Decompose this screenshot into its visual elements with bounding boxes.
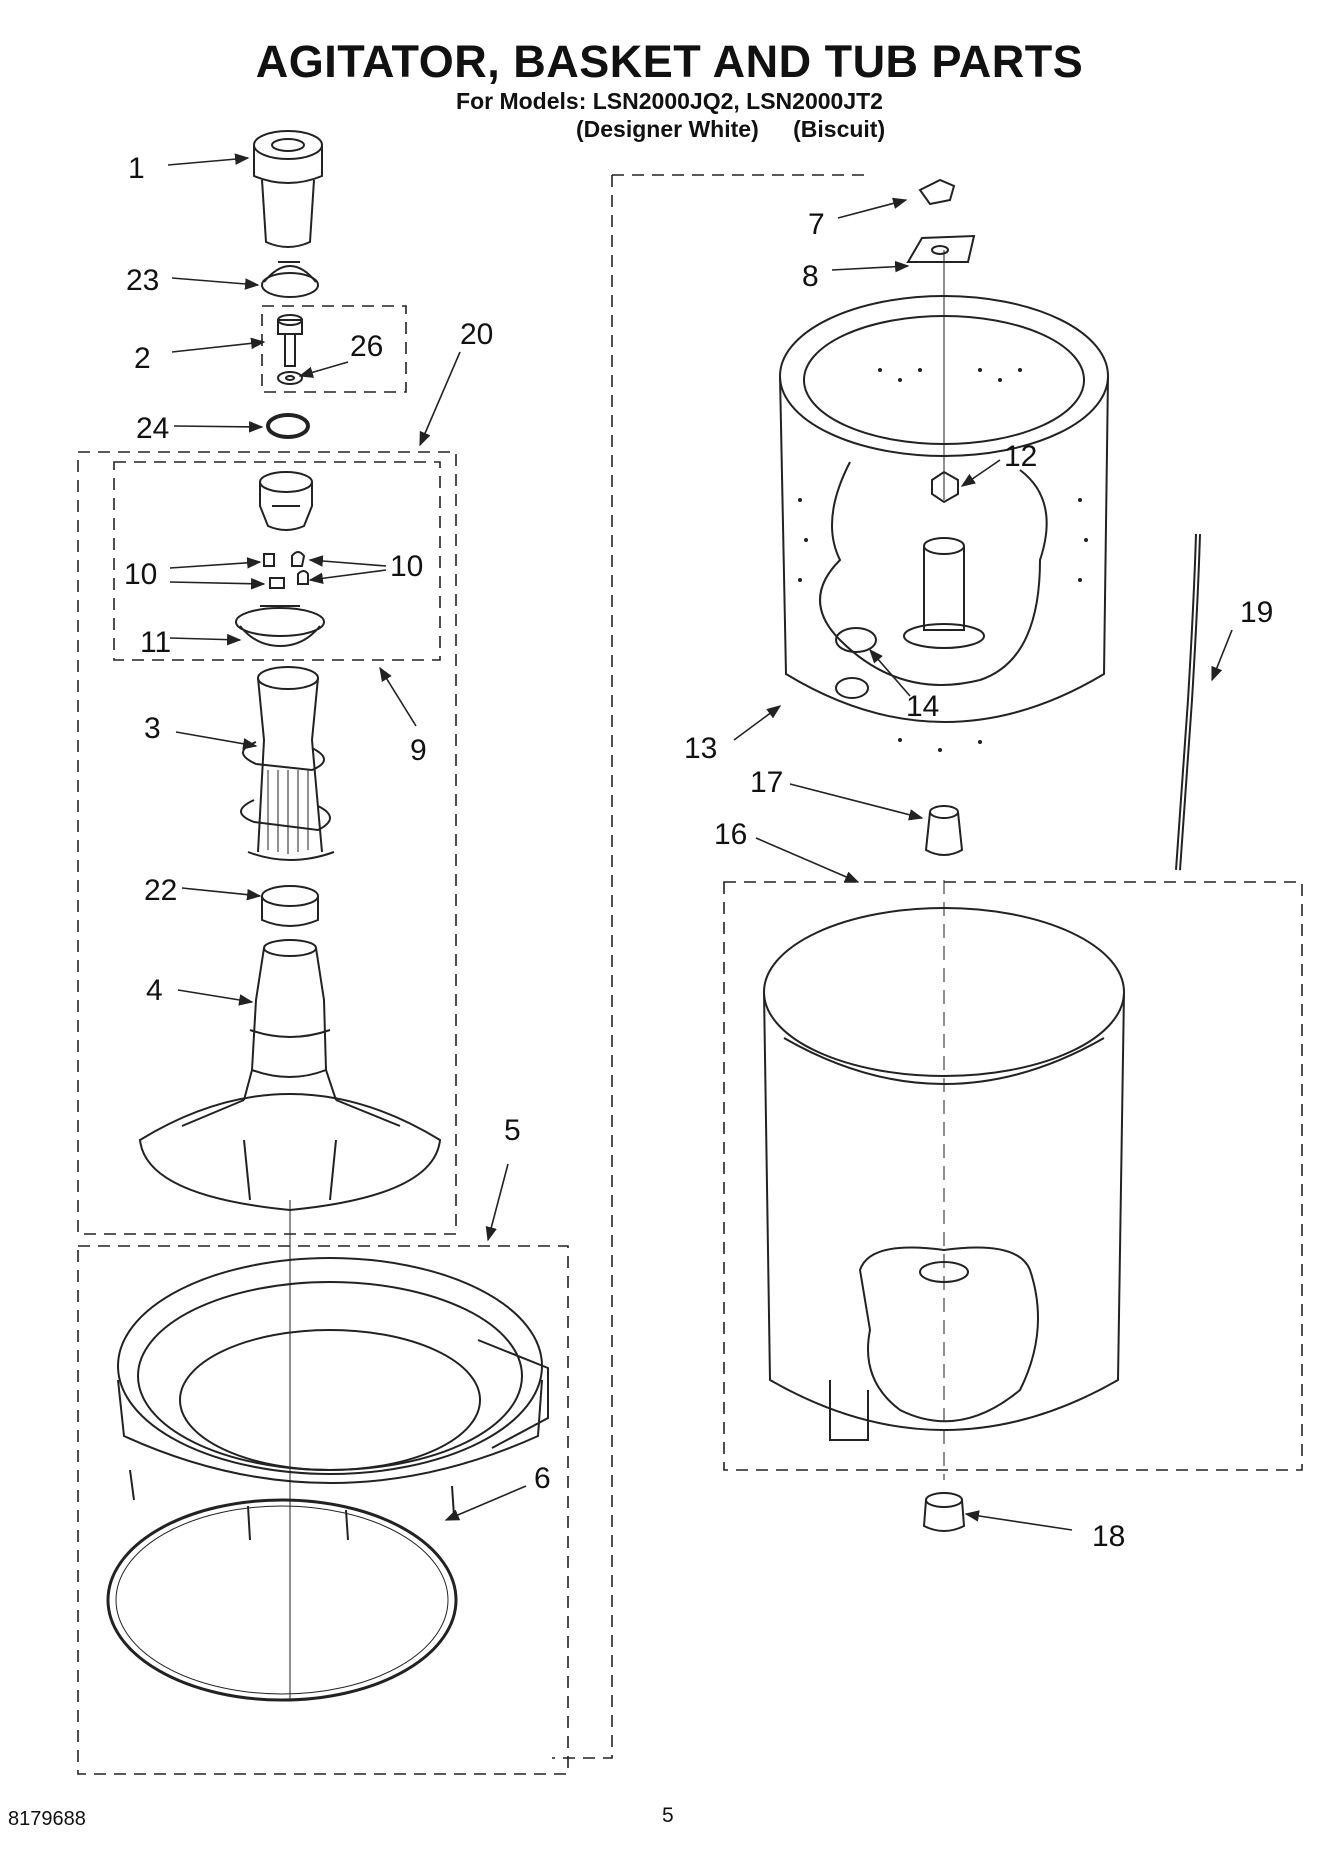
callout-23: 23 [126,264,159,297]
callout-19: 19 [1240,596,1273,629]
part-2-bolt [277,314,303,367]
box-basket-link [552,174,870,1759]
part-26-washer-small [277,371,303,385]
leader-arrows [167,153,1233,1531]
part-23-cap-insert [261,261,319,298]
callout-18: 18 [1092,1520,1125,1553]
part-3-agitator-barrel [240,666,335,861]
callout-26: 26 [350,330,383,363]
callout-22: 22 [144,874,177,907]
box-tub-ring-5 [77,1245,569,1775]
group-boxes [77,174,1303,1775]
callout-5: 5 [504,1114,521,1147]
document-number: 8179688 [8,1808,86,1830]
part-5-tub-ring [117,1257,549,1541]
callout-6: 6 [534,1462,551,1495]
part-7-clip [918,178,956,206]
part-13-basket [779,295,1109,752]
callout-8: 8 [802,260,819,293]
part-6-ring-seal [106,1498,458,1702]
part-19-hose [1175,533,1201,871]
part-4-agitator-base [138,939,442,1212]
callout-17: 17 [750,766,783,799]
part-24-washer [266,413,310,439]
callout-11: 11 [140,626,171,659]
part-8-bracket [906,234,976,263]
part-17-bushing [924,805,964,856]
callout-1: 1 [128,152,145,185]
part-9-cam-cup [259,471,313,531]
callout-7: 7 [808,208,825,241]
part-16-outer-tub [763,907,1125,1441]
callout-9: 9 [410,734,427,767]
callout-3: 3 [144,712,161,745]
color-variants: (Designer White) (Biscuit) [576,116,913,143]
page-title: AGITATOR, BASKET AND TUB PARTS [255,36,1084,87]
callout-4: 4 [146,974,163,1007]
callout-16: 16 [714,818,747,851]
part-18-grommet [922,1492,966,1532]
callout-10-left: 10 [124,558,157,591]
callout-2: 2 [134,342,151,375]
part-10-dogs [263,551,309,589]
box-outer-tub-16 [723,881,1303,1471]
part-12-spanner-nut [931,470,959,504]
page-number: 5 [662,1804,674,1827]
callout-24: 24 [136,412,169,445]
variant-biscuit: (Biscuit) [793,116,886,142]
callout-10-right: 10 [390,550,423,583]
models-subtitle: For Models: LSN2000JQ2, LSN2000JT2 [456,88,883,114]
callout-labels: 1 23 2 26 20 24 10 10 11 9 3 22 4 5 6 7 … [124,152,1273,1553]
callout-12: 12 [1004,440,1037,473]
part-22-spline-insert [261,885,319,927]
box-agitator-assembly-20 [77,451,457,1235]
callout-20: 20 [460,318,493,351]
variant-designer-white: (Designer White) [576,116,759,142]
part-1-agitator-cap [253,130,323,248]
callout-14: 14 [906,690,939,723]
box-cam-kit-9 [113,461,441,661]
part-11-cam [235,605,325,648]
box-bolt-group [261,305,407,393]
callout-13: 13 [684,732,717,765]
